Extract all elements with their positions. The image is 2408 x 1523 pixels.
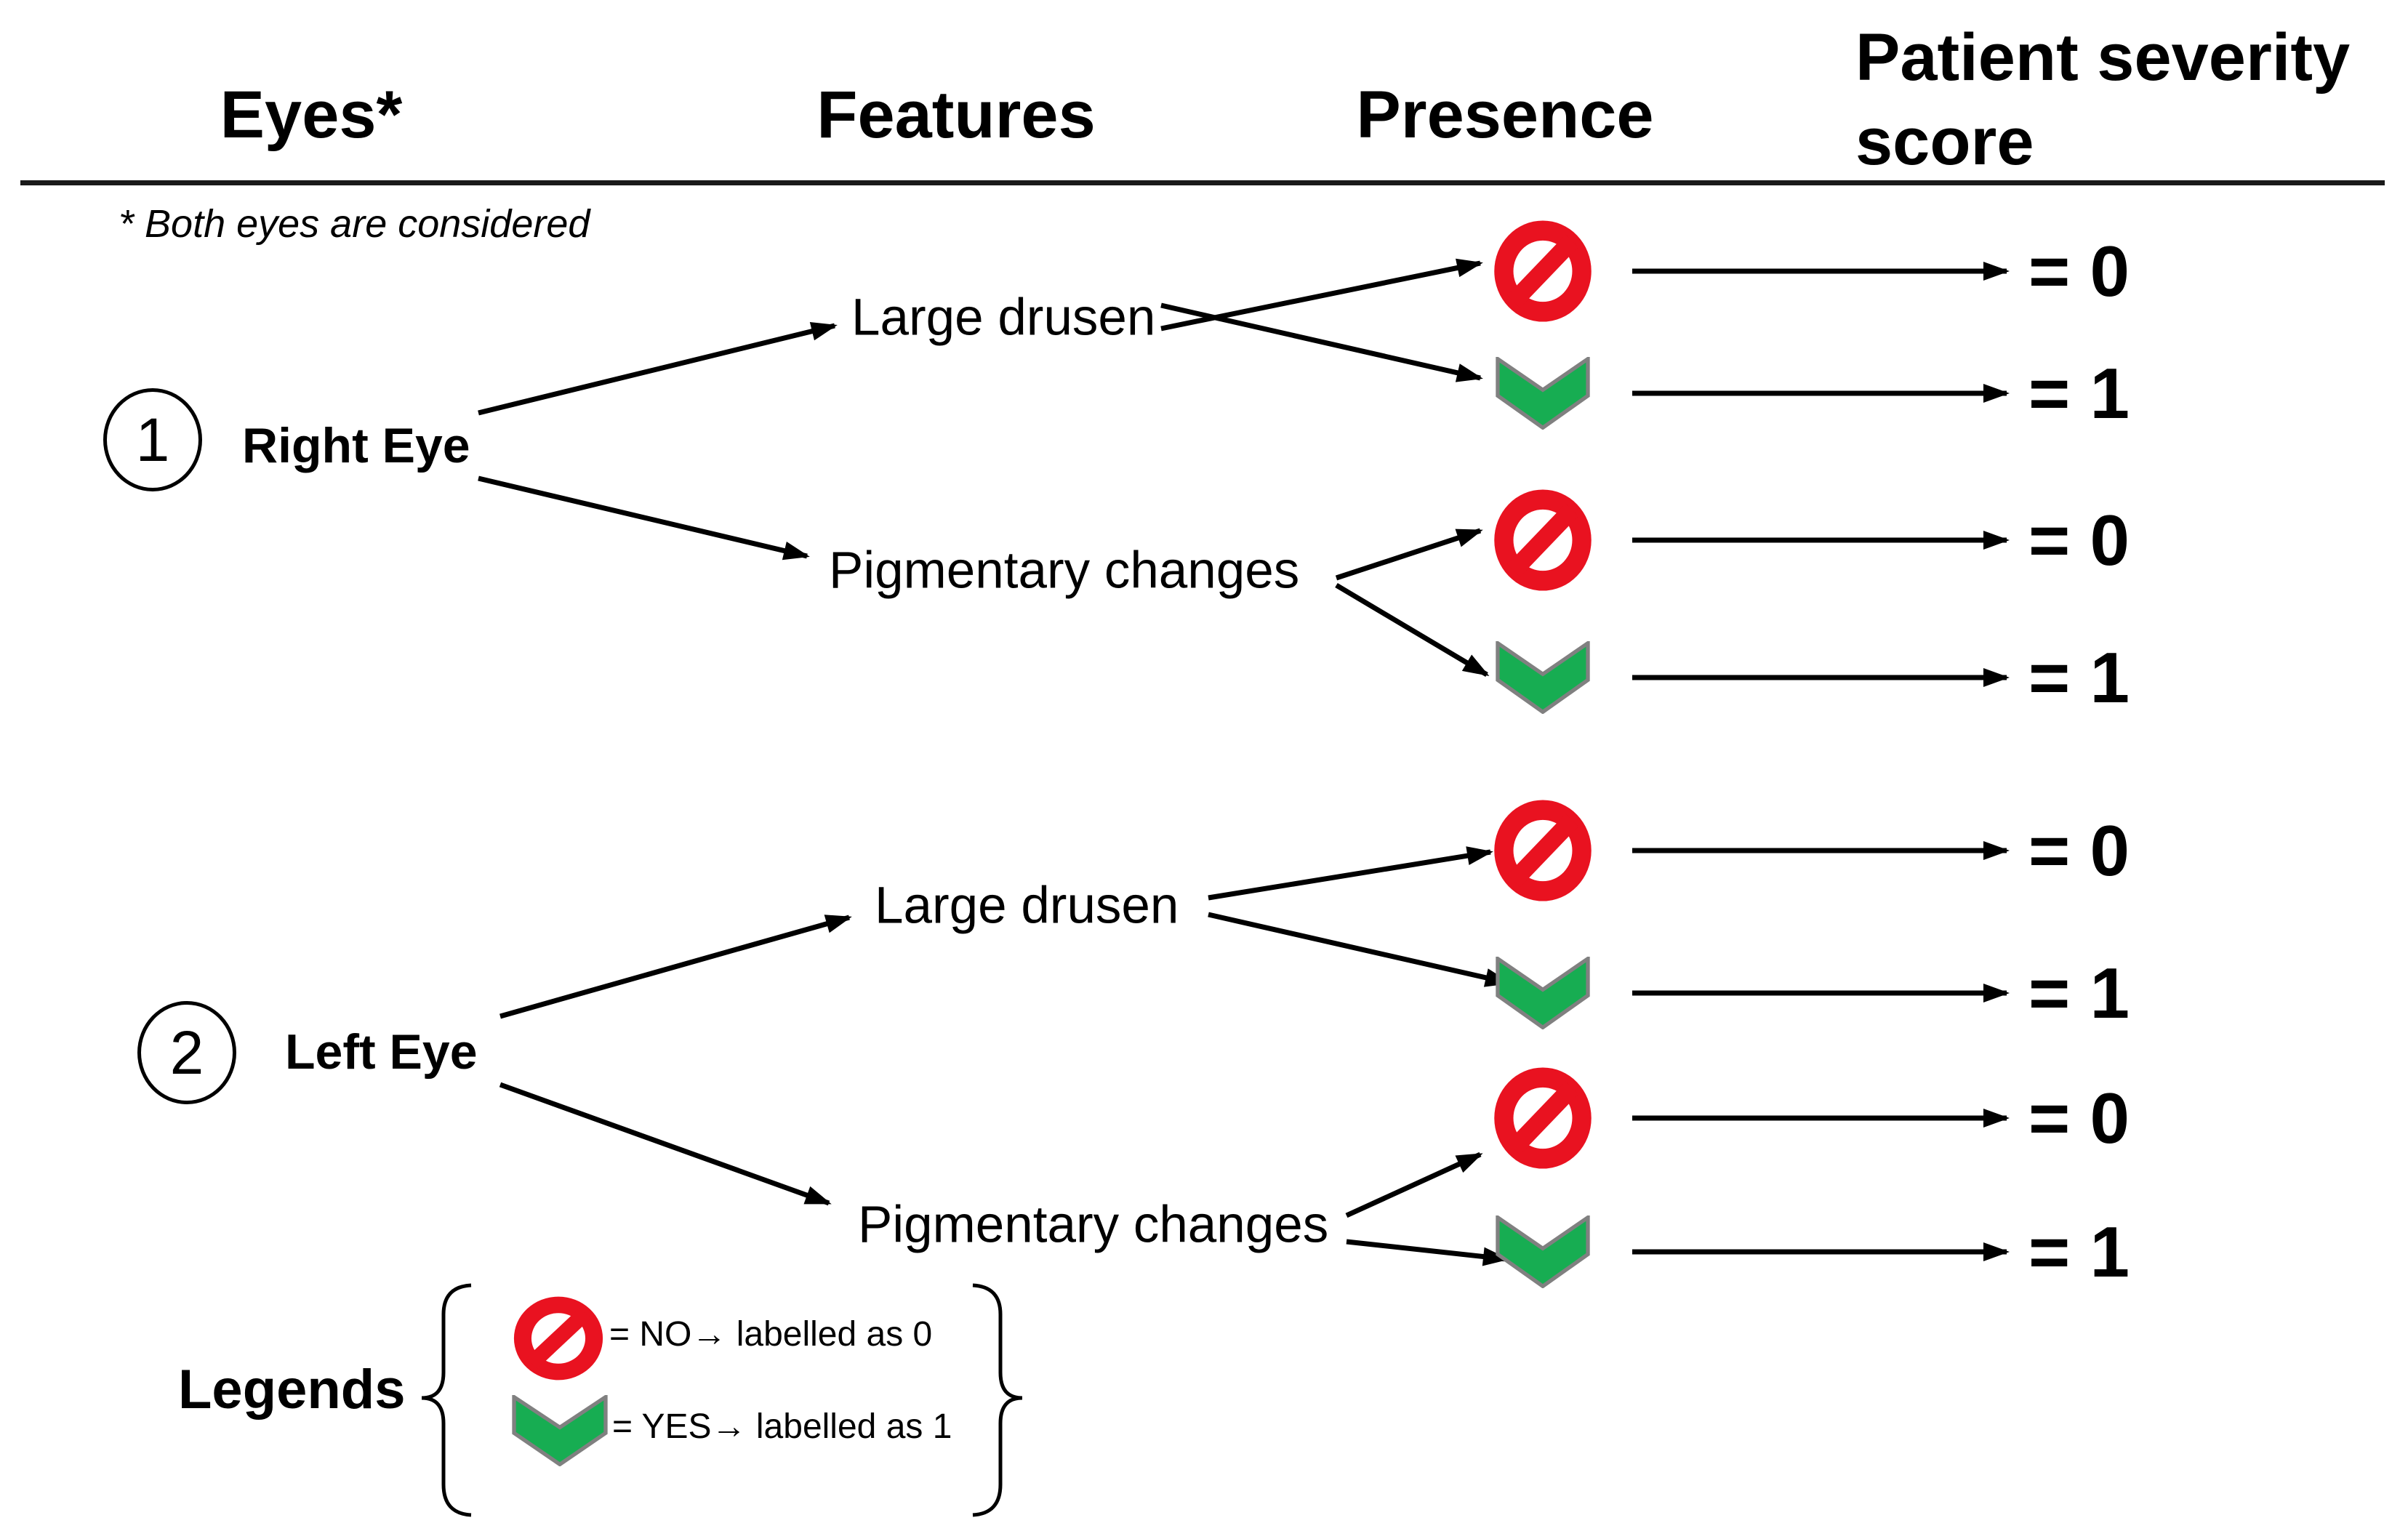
score-label: = 0 (2028, 1078, 2130, 1158)
score-label: = 1 (2028, 353, 2130, 433)
eye-number-circle-2: 2 (137, 1001, 236, 1104)
arrow-re-large-drusen-to-yes (1160, 302, 1483, 382)
arrow-le-large-drusen-to-yes (1208, 912, 1512, 987)
green-chevron-icon (1495, 957, 1591, 1029)
arrow-le-pigmentary-to-no (1345, 1152, 1483, 1218)
footnote: * Both eyes are considered (119, 202, 590, 246)
green-chevron-icon (1495, 641, 1591, 714)
eye-label-left: Left Eye (285, 1024, 478, 1080)
no-entry-icon (511, 1294, 606, 1383)
arrow-left-eye-to-pigmentary (499, 1082, 832, 1206)
no-entry-icon (1491, 217, 1594, 325)
header-divider-line (20, 180, 2385, 185)
column-header-eyes: Eyes* (220, 78, 403, 152)
feature-re-pigmentary-changes: Pigmentary changes (829, 542, 1300, 600)
arrow-le-pigmentary-to-yes (1346, 1239, 1509, 1266)
arrow-right-eye-to-large-drusen (478, 321, 838, 416)
feature-le-large-drusen: Large drusen (875, 877, 1179, 935)
green-chevron-icon (511, 1395, 609, 1466)
arrow-right-eye-to-pigmentary (478, 475, 810, 560)
feature-le-pigmentary-changes: Pigmentary changes (858, 1196, 1329, 1254)
legend-left-brace (421, 1283, 472, 1517)
no-entry-icon (1491, 1064, 1594, 1172)
score-label: = 1 (2028, 953, 2130, 1033)
eye-number-circle-1: 1 (103, 388, 202, 491)
no-entry-icon (1491, 797, 1594, 904)
column-header-presence: Presence (1356, 78, 1654, 152)
score-label: = 0 (2028, 811, 2130, 891)
score-label: = 0 (2028, 231, 2130, 311)
arrow-left-eye-to-large-drusen (499, 915, 852, 1019)
legend-right-brace (972, 1283, 1023, 1517)
score-label: = 1 (2028, 638, 2130, 718)
eye-number-1: 1 (135, 405, 170, 474)
green-chevron-icon (1495, 1215, 1591, 1288)
legend-title: Legends (178, 1359, 406, 1420)
arrow-re-pigmentary-to-no (1335, 528, 1483, 581)
score-label: = 0 (2028, 500, 2130, 580)
eye-label-right: Right Eye (242, 418, 470, 473)
arrow-le-large-drusen-to-no (1208, 846, 1493, 901)
feature-re-large-drusen: Large drusen (851, 289, 1156, 347)
no-entry-icon (1491, 486, 1594, 594)
column-header-severity-score: Patient severity score (1855, 20, 2351, 179)
arrow-re-pigmentary-to-yes (1335, 582, 1490, 678)
legend-item-yes: = YES→ labelled as 1 (612, 1407, 952, 1446)
column-header-features: Features (816, 78, 1096, 152)
legend-item-no: = NO→ labelled as 0 (609, 1315, 933, 1354)
eye-number-2: 2 (169, 1018, 204, 1087)
score-label: = 1 (2028, 1212, 2130, 1292)
green-chevron-icon (1495, 357, 1591, 430)
